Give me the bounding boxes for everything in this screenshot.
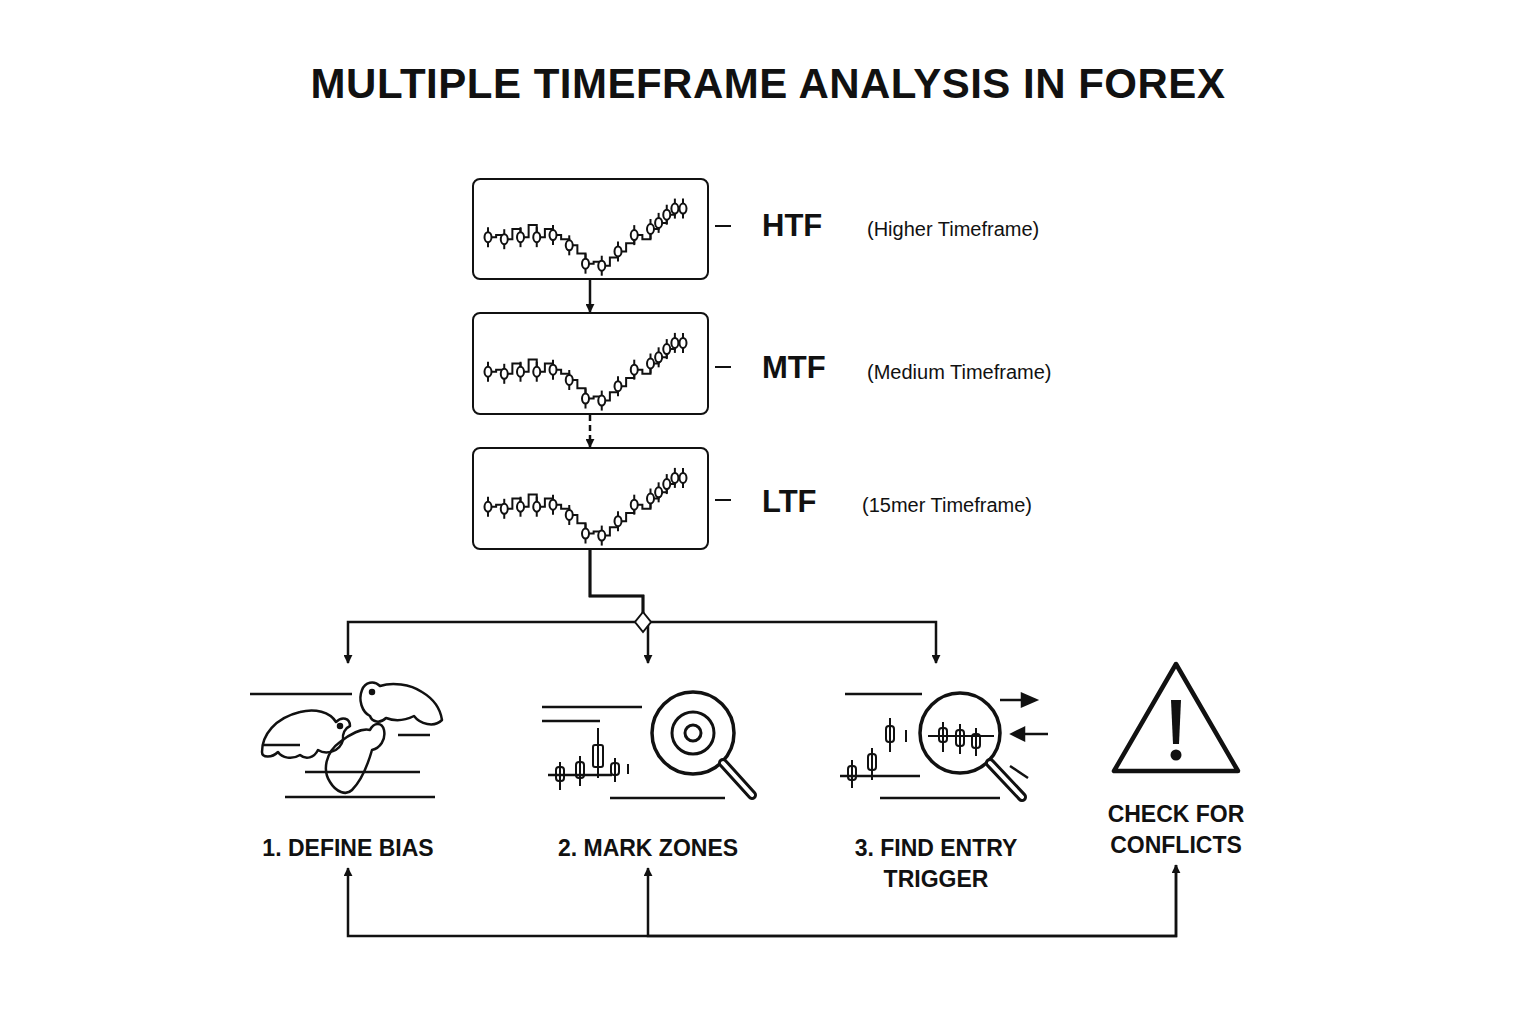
candle-body: [582, 394, 589, 404]
candle-body: [615, 516, 622, 526]
candle-body: [582, 529, 589, 539]
connector-arrow: [589, 415, 592, 447]
candle-body: [655, 218, 662, 228]
step-label: CHECK FOR CONFLICTS: [1086, 799, 1266, 861]
step-item: CHECK FOR CONFLICTS: [1086, 665, 1266, 861]
candle-body: [501, 234, 508, 244]
candle-body: [485, 502, 492, 512]
candle-body: [671, 473, 678, 483]
candle-body: [533, 367, 540, 377]
timeframe-abbrev: HTF: [762, 208, 822, 244]
candle-body: [501, 504, 508, 514]
candle-body: [631, 365, 638, 375]
candle-body: [680, 338, 687, 348]
step-label: 3. FIND ENTRY TRIGGER: [826, 833, 1046, 895]
chart-box: LTF(15mer Timeframe): [472, 447, 709, 550]
connector-arrow: [348, 865, 1176, 936]
candle-body: [485, 367, 492, 377]
candle-body: [655, 487, 662, 497]
candle-body: [598, 531, 605, 541]
candle-body: [663, 344, 670, 354]
step-item: 1. DEFINE BIAS: [223, 665, 473, 864]
timeframe-abbrev: LTF: [762, 484, 817, 520]
timeframe-name: (Higher Timeframe): [867, 218, 1039, 241]
candle-body: [566, 375, 573, 385]
junction-diamond: [635, 612, 651, 632]
connector-arrow: [589, 280, 592, 312]
candle-body: [671, 204, 678, 214]
candle-body: [631, 500, 638, 510]
candle-body: [582, 259, 589, 269]
candle-body: [485, 232, 492, 242]
candle-body: [663, 479, 670, 489]
candle-body: [615, 246, 622, 256]
step-item: 2. MARK ZONES: [523, 665, 773, 864]
candle-body: [598, 396, 605, 406]
chart-box: MTF(Medium Timeframe): [472, 312, 709, 415]
entry-magnifier-icon: [840, 693, 1048, 798]
candle-body: [533, 232, 540, 242]
candle-body: [680, 473, 687, 483]
timeframe-abbrev: MTF: [762, 350, 826, 386]
timeframe-name: (15mer Timeframe): [862, 494, 1032, 517]
candle-body: [631, 230, 638, 240]
candle-body: [663, 210, 670, 220]
candle-body: [671, 338, 678, 348]
zones-magnifier-icon: [542, 692, 752, 798]
candle-body: [501, 369, 508, 379]
diagram-title: MULTIPLE TIMEFRAME ANALYSIS IN FOREX: [0, 60, 1536, 108]
candle-body: [647, 359, 654, 369]
candle-body: [615, 381, 622, 391]
candle-body: [550, 230, 557, 240]
candle-body: [517, 232, 524, 242]
candle-body: [566, 510, 573, 520]
warning-icon: [1114, 664, 1238, 771]
candle-body: [550, 500, 557, 510]
bull-bear-icon: [250, 683, 442, 797]
step-label: 1. DEFINE BIAS: [223, 833, 473, 864]
candle-body: [655, 352, 662, 362]
step-label: 2. MARK ZONES: [523, 833, 773, 864]
candle-body: [566, 240, 573, 250]
candle-body: [550, 365, 557, 375]
candle-body: [680, 204, 687, 214]
timeframe-name: (Medium Timeframe): [867, 361, 1051, 384]
connector-arrow: [590, 550, 936, 663]
candle-body: [533, 502, 540, 512]
connector-arrow: [348, 550, 643, 663]
candle-body: [647, 224, 654, 234]
leader-dashes: [715, 226, 731, 500]
candle-body: [647, 494, 654, 504]
candle-body: [517, 367, 524, 377]
step-item: 3. FIND ENTRY TRIGGER: [826, 665, 1046, 895]
candle-body: [517, 502, 524, 512]
chart-box: HTF(Higher Timeframe): [472, 178, 709, 280]
candle-body: [598, 261, 605, 271]
connector-arrow: [590, 550, 648, 663]
chart-lines: [485, 199, 687, 546]
